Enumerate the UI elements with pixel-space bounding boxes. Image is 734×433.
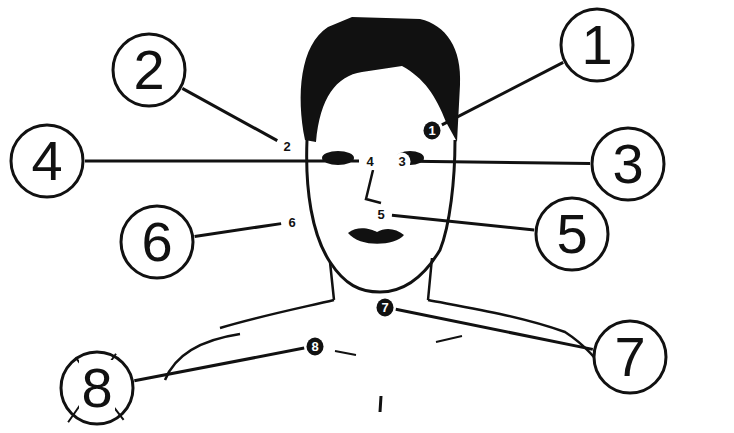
- callout-number: 8: [311, 340, 318, 353]
- callout-circle: 1: [559, 7, 635, 83]
- leader-line: [182, 88, 277, 140]
- leader-line: [134, 348, 304, 381]
- callout-number: 4: [366, 155, 373, 168]
- callout-number: 3: [612, 136, 643, 192]
- marker-shape: [279, 137, 296, 155]
- circle-outline: [61, 352, 133, 424]
- callout-number: 7: [614, 329, 645, 385]
- callout-number: 2: [283, 140, 290, 153]
- nose: [366, 170, 381, 203]
- leader-line: [392, 215, 534, 230]
- marker-shape: [362, 152, 379, 170]
- chest-mark: [380, 396, 381, 412]
- callout-number: 1: [428, 124, 435, 137]
- callout-circle: 5: [534, 196, 610, 272]
- marker-shape: [284, 213, 301, 231]
- callout-number: 5: [377, 208, 384, 221]
- circle-outline: [594, 321, 666, 393]
- callout-circle: 6: [119, 204, 195, 280]
- callout-circle: 3: [590, 126, 666, 202]
- circle-outline: [536, 198, 608, 270]
- cross-out: [68, 354, 123, 422]
- callout-number: 3: [398, 155, 405, 168]
- point-marker: 3: [393, 152, 411, 171]
- callout-number: 8: [79, 360, 114, 416]
- point-marker: 7: [376, 298, 394, 317]
- callout-number: 6: [288, 216, 295, 229]
- marker-shape: [394, 152, 411, 170]
- leader-line: [85, 160, 359, 163]
- circle-outline: [561, 9, 633, 81]
- marker-shape: [373, 205, 390, 223]
- collar-line: [335, 336, 462, 355]
- leader-line: [442, 62, 563, 125]
- leader-line: [396, 309, 593, 349]
- leader-line: [195, 224, 282, 237]
- callout-number: 1: [581, 17, 612, 73]
- shoulder: [428, 300, 610, 380]
- callout-circle: 7: [592, 319, 668, 395]
- marker-shape: [424, 121, 441, 139]
- circle-outline: [121, 206, 193, 278]
- point-marker: 1: [423, 121, 441, 140]
- point-marker: 5: [372, 205, 390, 224]
- circle-outline: [11, 125, 83, 197]
- callout-number: 6: [141, 214, 172, 270]
- point-marker: 4: [361, 152, 379, 171]
- eye: [322, 151, 354, 165]
- marker-shape: [307, 337, 324, 355]
- leader-line: [413, 161, 590, 163]
- callout-circle: 4: [9, 123, 85, 199]
- callout-number: 5: [556, 206, 587, 262]
- shoulder: [220, 300, 334, 328]
- callout-number: 4: [31, 133, 62, 189]
- point-marker: 2: [278, 137, 296, 156]
- callout-circle: 2: [111, 32, 187, 108]
- hair: [301, 17, 460, 142]
- neck: [330, 258, 432, 300]
- callout-circle: 8: [59, 350, 135, 426]
- point-marker: 6: [283, 213, 301, 232]
- callout-number: 7: [381, 301, 388, 314]
- point-marker: 8: [306, 337, 324, 356]
- callout-number: 2: [133, 42, 164, 98]
- marker-shape: [377, 298, 394, 316]
- circle-outline: [113, 34, 185, 106]
- circle-outline: [592, 128, 664, 200]
- mouth: [348, 228, 404, 243]
